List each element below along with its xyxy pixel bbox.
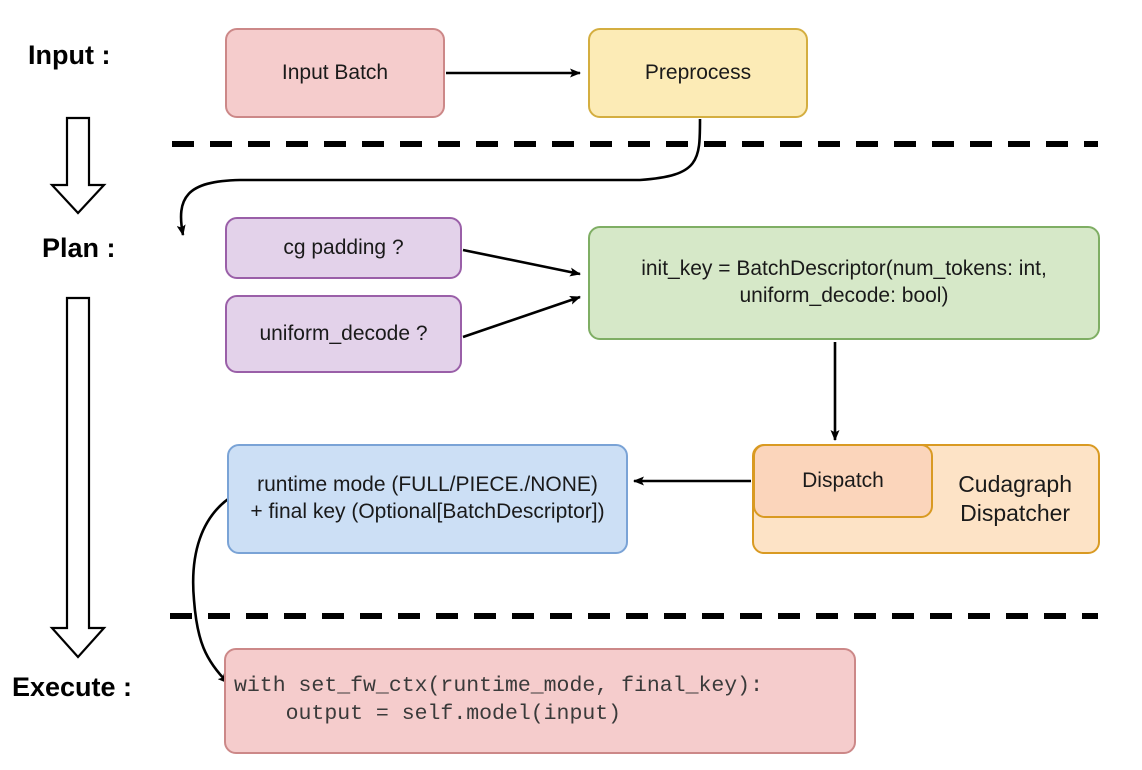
node-runtime-mode[interactable]: runtime mode (FULL/PIECE./NONE) + final … bbox=[227, 444, 628, 554]
node-cg-padding[interactable]: cg padding ? bbox=[225, 217, 462, 279]
block-arrow-input-to-plan bbox=[49, 116, 107, 215]
node-dispatch[interactable]: Dispatch bbox=[753, 444, 933, 518]
node-uniform-decode[interactable]: uniform_decode ? bbox=[225, 295, 462, 373]
node-execute-code[interactable]: with set_fw_ctx(runtime_mode, final_key)… bbox=[224, 648, 856, 754]
stage-label-input: Input : bbox=[28, 40, 111, 70]
node-init-key[interactable]: init_key = BatchDescriptor(num_tokens: i… bbox=[588, 226, 1100, 340]
block-arrow-plan-to-execute bbox=[49, 296, 107, 659]
node-preprocess[interactable]: Preprocess bbox=[588, 28, 808, 118]
stage-label-execute: Execute : bbox=[12, 672, 133, 702]
stage-label-plan: Plan : bbox=[42, 233, 116, 263]
node-input-batch[interactable]: Input Batch bbox=[225, 28, 445, 118]
edge-cg-padding-to-init-key bbox=[462, 248, 581, 277]
edge-uniform-decode-to-init-key bbox=[462, 295, 581, 339]
